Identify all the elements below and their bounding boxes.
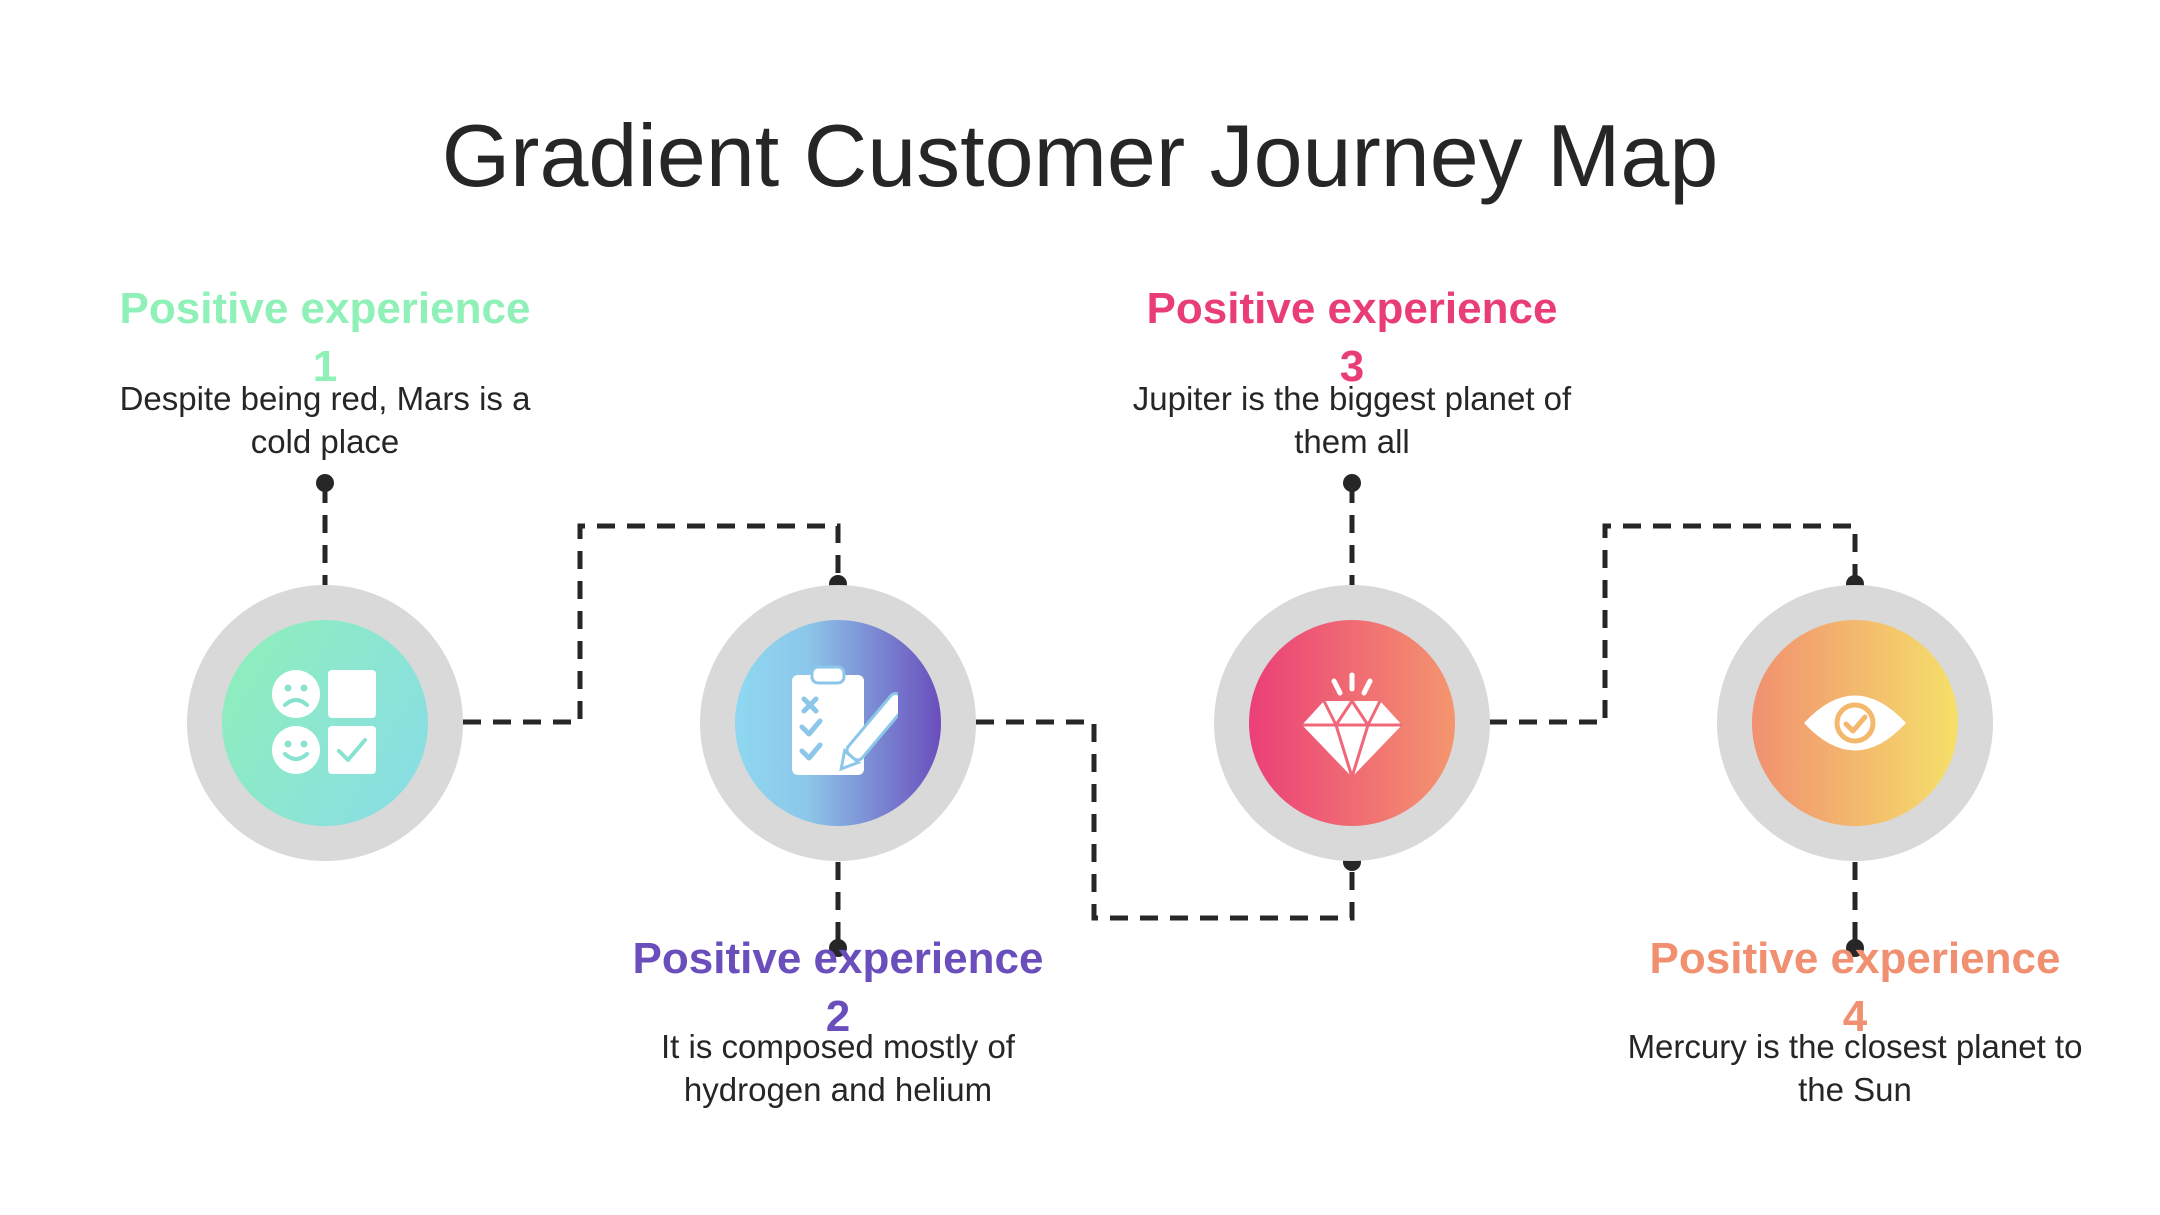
step-1-ring (187, 585, 463, 861)
step-2-disc (735, 620, 941, 826)
dot-1 (316, 474, 334, 492)
step-3-heading: Positive experience 3 (1146, 284, 1558, 391)
emotion-checklist-icon (272, 670, 376, 774)
eye-icon (1804, 695, 1906, 751)
step-3-disc (1249, 620, 1455, 826)
step-3-ring (1214, 585, 1490, 861)
dot-4-bottom (1846, 939, 1864, 957)
step-1-description: Despite being red, Mars is a cold place (119, 380, 531, 460)
step-4-disc (1752, 620, 1958, 826)
step-2-ring (700, 585, 976, 861)
step-1-heading: Positive experience 1 (119, 284, 531, 391)
dot-3 (1343, 474, 1361, 492)
diamond-icon (1302, 672, 1402, 779)
step-4-ring (1717, 585, 1993, 861)
step-4-description: Mercury is the closest planet to the Sun (1627, 1028, 2083, 1108)
page-title: Gradient Customer Journey Map (441, 106, 1719, 205)
clipboard-pen-icon (792, 665, 898, 775)
connector-1-2 (463, 523, 841, 725)
step-1-disc (222, 620, 428, 826)
step-2-description: It is composed mostly of hydrogen and he… (661, 1028, 1015, 1108)
step-4-heading: Positive experience 4 (1649, 934, 2061, 1041)
dot-2-bottom (829, 939, 847, 957)
connector-2-3 (976, 719, 1355, 921)
connector-3-4 (1489, 523, 1858, 725)
step-2-heading: Positive experience 2 (632, 934, 1044, 1041)
step-3-description: Jupiter is the biggest planet of them al… (1132, 380, 1572, 460)
